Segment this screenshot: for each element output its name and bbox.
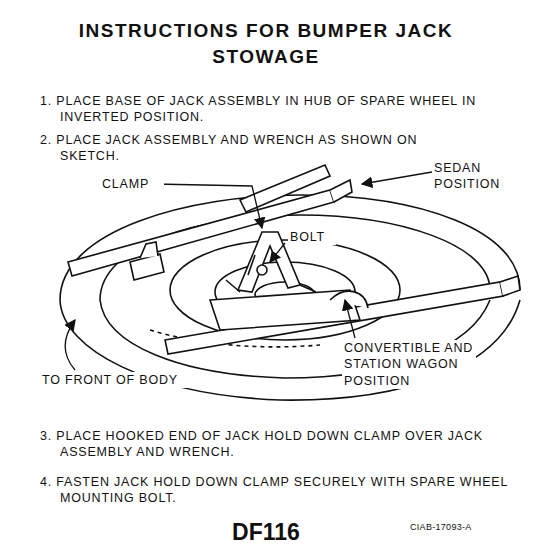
instruction-step: 2. PLACE JACK ASSEMBLY AND WRENCH AS SHO… <box>40 132 480 165</box>
title: INSTRUCTIONS FOR BUMPER JACK STOWAGE <box>56 18 476 69</box>
part-label: CLAMP <box>100 176 164 192</box>
part-label: SEDAN POSITION <box>432 160 516 193</box>
jack-assembly <box>68 165 520 354</box>
spare-wheel <box>60 195 520 400</box>
instruction-step: 3. PLACE HOOKED END OF JACK HOLD DOWN CL… <box>40 428 520 461</box>
part-number: CIAB-17093-A <box>410 522 510 534</box>
caption: DF116 <box>196 518 336 548</box>
part-label: BOLT <box>288 229 336 245</box>
instruction-step: 4. FASTEN JACK HOLD DOWN CLAMP SECURELY … <box>40 474 520 507</box>
part-label: CONVERTIBLE AND STATION WAGON POSITION <box>342 340 476 389</box>
instruction-step: 1. PLACE BASE OF JACK ASSEMBLY IN HUB OF… <box>40 93 520 126</box>
part-label: TO FRONT OF BODY <box>40 372 204 388</box>
